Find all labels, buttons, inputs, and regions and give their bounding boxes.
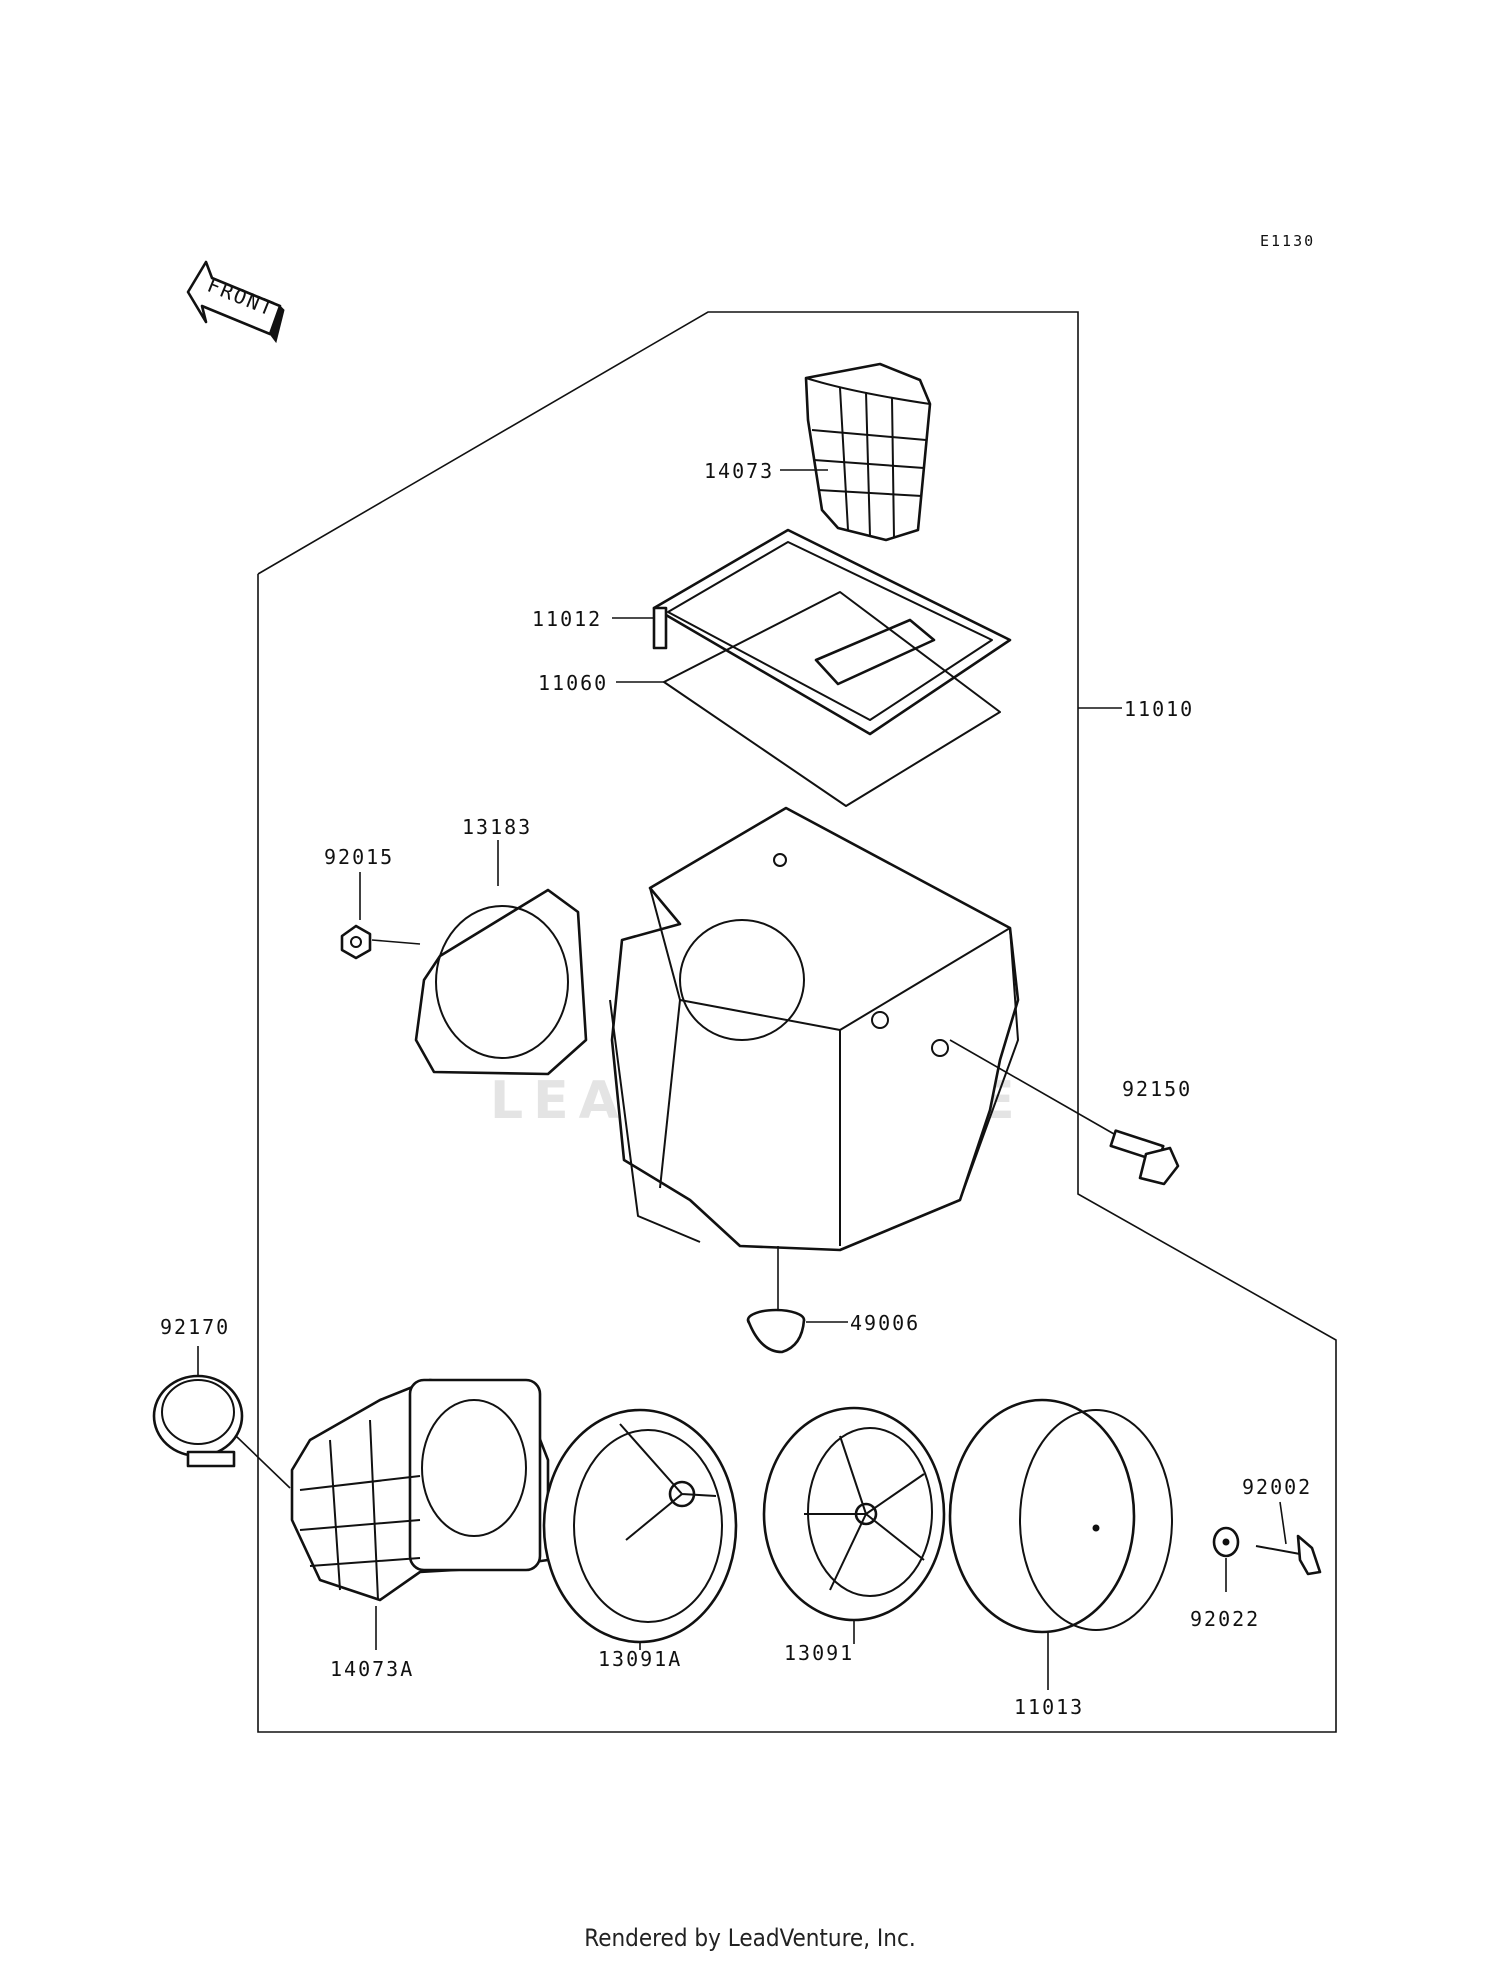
diagram-code: E1130 bbox=[1260, 232, 1315, 250]
label-13091: 13091 bbox=[784, 1641, 854, 1665]
label-13091A: 13091A bbox=[598, 1647, 682, 1671]
label-92002: 92002 bbox=[1242, 1475, 1312, 1499]
label-11012: 11012 bbox=[532, 607, 602, 631]
footer-credit: Rendered by LeadVenture, Inc. bbox=[584, 1924, 915, 1952]
washer-part bbox=[1212, 1526, 1240, 1558]
label-92015: 92015 bbox=[324, 845, 394, 869]
label-11010: 11010 bbox=[1124, 697, 1194, 721]
flange-gasket-part bbox=[414, 888, 588, 1076]
filter-element-part bbox=[948, 1398, 1173, 1634]
label-49006: 49006 bbox=[850, 1311, 920, 1335]
rear-duct-part bbox=[290, 1378, 550, 1602]
label-14073A: 14073A bbox=[330, 1657, 414, 1681]
label-11060: 11060 bbox=[538, 671, 608, 695]
intake-duct-part bbox=[804, 362, 932, 542]
label-92170: 92170 bbox=[160, 1315, 230, 1339]
clamp-part bbox=[152, 1374, 244, 1468]
assembly-outline bbox=[257, 311, 1337, 1733]
wing-bolt-part bbox=[1255, 1534, 1322, 1576]
label-13183: 13183 bbox=[462, 815, 532, 839]
gasket-part bbox=[663, 591, 1001, 807]
cover-plate-part bbox=[652, 528, 1012, 736]
label-11013: 11013 bbox=[1014, 1695, 1084, 1719]
air-box-part bbox=[609, 806, 1020, 1252]
nut-part bbox=[340, 924, 372, 960]
front-arrow-icon: FRONT bbox=[186, 260, 285, 344]
filter-holder-part bbox=[542, 1408, 738, 1644]
drain-cap-part bbox=[746, 1308, 806, 1354]
label-92150: 92150 bbox=[1122, 1077, 1192, 1101]
filter-cage-part bbox=[762, 1406, 946, 1622]
label-92022: 92022 bbox=[1190, 1607, 1260, 1631]
bolt-part bbox=[1109, 1129, 1180, 1186]
label-14073: 14073 bbox=[704, 459, 774, 483]
